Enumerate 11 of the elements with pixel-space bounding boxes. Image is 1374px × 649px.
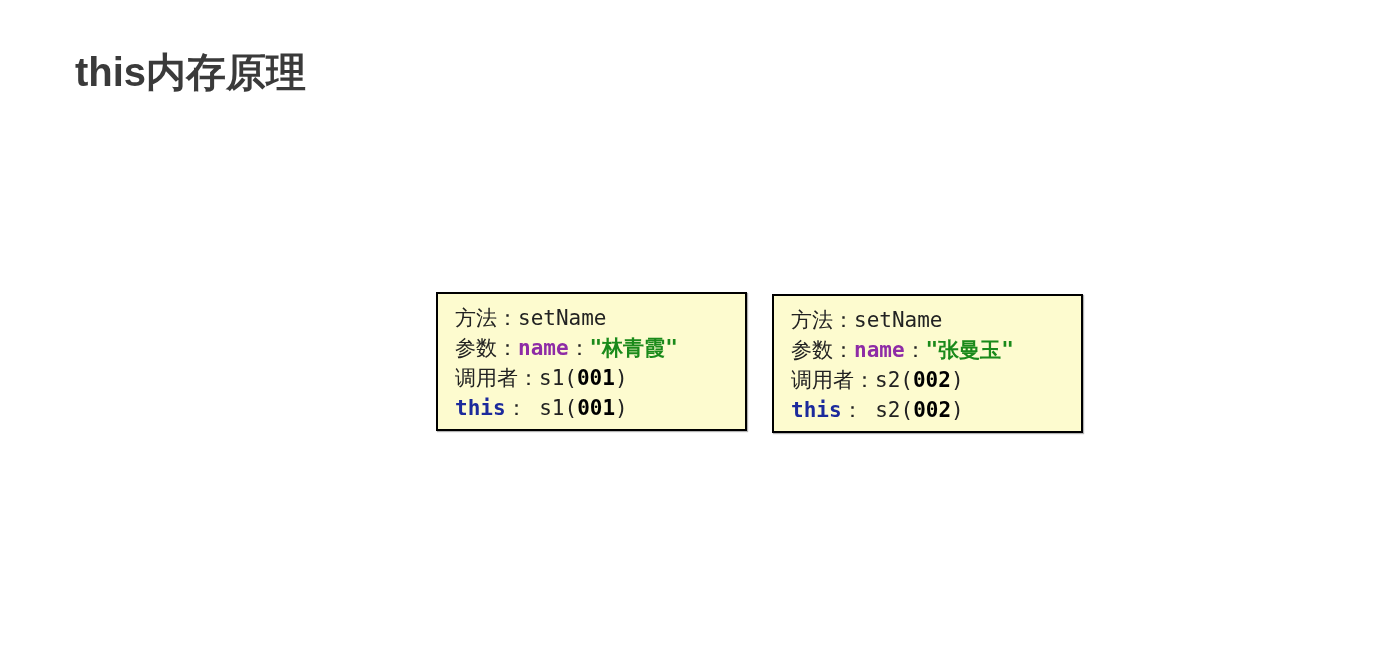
code-line: 参数：name："张曼玉" [791,338,1014,362]
code-line: 参数：name："林青霞" [455,336,678,360]
code-line: 方法：setName [791,308,943,332]
code-line: this： s1(001) [455,396,628,420]
code-line: 调用者：s2(002) [791,368,964,392]
code-line: this： s2(002) [791,398,964,422]
memory-box [772,294,1083,433]
memory-box [436,292,747,431]
title: this内存原理 [75,52,307,92]
code-line: 调用者：s1(001) [455,366,628,390]
code-line: 方法：setName [455,306,607,330]
